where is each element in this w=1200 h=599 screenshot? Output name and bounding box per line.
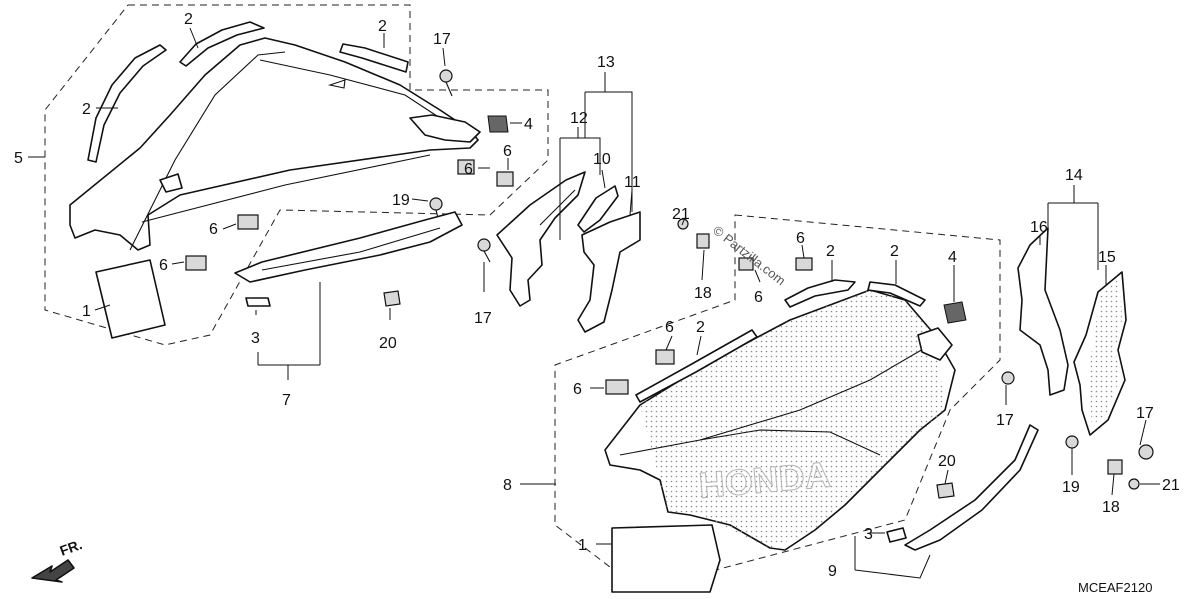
callout-21-upper: 21 bbox=[672, 206, 690, 223]
callout-20-right: 20 bbox=[938, 453, 956, 470]
inner-bracket-16[interactable] bbox=[1017, 227, 1069, 396]
callout-labels: 5 1 2 2 2 17 4 6 6 19 6 6 3 7 20 17 12 1… bbox=[14, 11, 1180, 580]
callout-10: 10 bbox=[593, 151, 611, 168]
callout-3-left: 3 bbox=[251, 330, 260, 347]
callout-6-right-c: 6 bbox=[665, 319, 674, 336]
trim-tab-4-right[interactable] bbox=[943, 301, 967, 324]
callout-8: 8 bbox=[503, 477, 512, 494]
front-direction-marker: FR. bbox=[31, 536, 85, 583]
rubber-pad-right[interactable] bbox=[611, 524, 721, 593]
watermark-text: © Partzilla.com bbox=[710, 223, 788, 289]
callout-13: 13 bbox=[597, 54, 615, 71]
inner-panel-group bbox=[477, 171, 641, 333]
callout-1-left: 1 bbox=[82, 303, 91, 320]
callout-4-left: 4 bbox=[524, 116, 533, 133]
clip-6-right-c[interactable] bbox=[795, 257, 813, 271]
callout-18-upper: 18 bbox=[694, 285, 712, 302]
grommet-3-right[interactable] bbox=[886, 527, 907, 543]
callout-15: 15 bbox=[1098, 249, 1116, 266]
front-label: FR. bbox=[58, 536, 85, 559]
lower-panel-9[interactable] bbox=[904, 424, 1039, 551]
screw-21-upper[interactable] bbox=[677, 218, 689, 230]
callout-6-left-c: 6 bbox=[209, 221, 218, 238]
callout-2-right-b: 2 bbox=[890, 243, 899, 260]
grommet-3-left[interactable] bbox=[245, 297, 271, 307]
callout-17-middle: 17 bbox=[474, 310, 492, 327]
callout-2-left-b: 2 bbox=[184, 11, 193, 28]
fairing-mount-lug[interactable] bbox=[917, 327, 953, 361]
clip-6-left-c[interactable] bbox=[457, 159, 475, 175]
clip-6-right-a[interactable] bbox=[655, 349, 675, 365]
callout-17-left: 17 bbox=[433, 31, 451, 48]
bolt-17-right-b[interactable] bbox=[1138, 444, 1154, 460]
trim-strip-left-b[interactable] bbox=[179, 21, 265, 67]
callout-5: 5 bbox=[14, 150, 23, 167]
callout-12: 12 bbox=[570, 110, 588, 127]
drawing-code: MCEAF2120 bbox=[1078, 580, 1152, 595]
callout-6-right-a: 6 bbox=[796, 230, 805, 247]
clip-18-lower[interactable] bbox=[1107, 459, 1123, 475]
bolt-17-left-top[interactable] bbox=[439, 69, 453, 97]
clip-6-left-a[interactable] bbox=[237, 214, 259, 230]
callout-2-left-c: 2 bbox=[378, 18, 387, 35]
rubber-pad-left[interactable] bbox=[95, 259, 166, 339]
panel-11[interactable] bbox=[577, 211, 641, 333]
callout-21-lower: 21 bbox=[1162, 477, 1180, 494]
clip-20-left[interactable] bbox=[383, 290, 401, 307]
clip-20-right[interactable] bbox=[936, 482, 955, 499]
assembly-5-boundary bbox=[44, 4, 549, 346]
callout-6-left-a: 6 bbox=[503, 143, 512, 160]
inner-panel-12[interactable] bbox=[496, 171, 586, 307]
callout-4-right: 4 bbox=[948, 249, 957, 266]
left-cowl-group bbox=[44, 4, 549, 346]
trim-tab-4-left[interactable] bbox=[487, 115, 509, 133]
trim-strip-left-a[interactable] bbox=[87, 44, 167, 163]
callout-2-right-c: 2 bbox=[696, 319, 705, 336]
callout-17-right-b: 17 bbox=[1136, 405, 1154, 422]
callout-11: 11 bbox=[624, 174, 641, 191]
callout-7: 7 bbox=[282, 392, 291, 409]
clip-6-right-d[interactable] bbox=[738, 257, 754, 271]
callout-2-left-a: 2 bbox=[82, 101, 91, 118]
side-panel-group bbox=[886, 227, 1154, 551]
seal-10[interactable] bbox=[577, 185, 619, 233]
clip-18-upper[interactable] bbox=[696, 233, 710, 249]
callout-6-left-b: 6 bbox=[464, 161, 473, 178]
clip-6-right-b[interactable] bbox=[605, 379, 629, 395]
clip-6-left-b[interactable] bbox=[185, 255, 207, 271]
right-cowl-group bbox=[554, 214, 1015, 593]
callout-20-left: 20 bbox=[379, 335, 397, 352]
lower-side-panel-left[interactable] bbox=[234, 211, 463, 283]
bolt-17-right-a[interactable] bbox=[1001, 371, 1015, 385]
callout-6-right-d: 6 bbox=[573, 381, 582, 398]
callout-6-right-b: 6 bbox=[754, 289, 763, 306]
screw-21-lower[interactable] bbox=[1128, 478, 1140, 490]
callout-3-right: 3 bbox=[864, 526, 873, 543]
callout-6-left-d: 6 bbox=[159, 257, 168, 274]
upper-cowl-lower-tab[interactable] bbox=[159, 173, 183, 193]
bolt-17-middle[interactable] bbox=[477, 238, 491, 263]
callout-17-right-a: 17 bbox=[996, 412, 1014, 429]
trim-strip-right-c[interactable] bbox=[867, 281, 926, 307]
assembly-8-boundary bbox=[554, 214, 1001, 591]
callout-16: 16 bbox=[1030, 219, 1048, 236]
callout-19-left: 19 bbox=[392, 192, 410, 209]
trim-strip-right-b[interactable] bbox=[784, 279, 856, 308]
trim-strip-top[interactable] bbox=[339, 43, 409, 73]
screw-19-left[interactable] bbox=[429, 197, 443, 219]
callout-1-right: 1 bbox=[578, 537, 587, 554]
upper-cowl-mount-tab[interactable] bbox=[409, 114, 481, 143]
callout-9: 9 bbox=[828, 563, 837, 580]
leader-lines bbox=[28, 27, 1160, 579]
clip-6-left-d[interactable] bbox=[496, 171, 514, 187]
callout-19-right: 19 bbox=[1062, 479, 1080, 496]
front-arrow-icon bbox=[31, 559, 75, 583]
callout-18-lower: 18 bbox=[1102, 499, 1120, 516]
callout-14: 14 bbox=[1065, 167, 1083, 184]
upper-cowl-part[interactable] bbox=[69, 37, 479, 251]
screw-19-right[interactable] bbox=[1065, 435, 1079, 449]
trim-strip-right-a[interactable] bbox=[635, 329, 758, 403]
callout-2-right-a: 2 bbox=[826, 243, 835, 260]
